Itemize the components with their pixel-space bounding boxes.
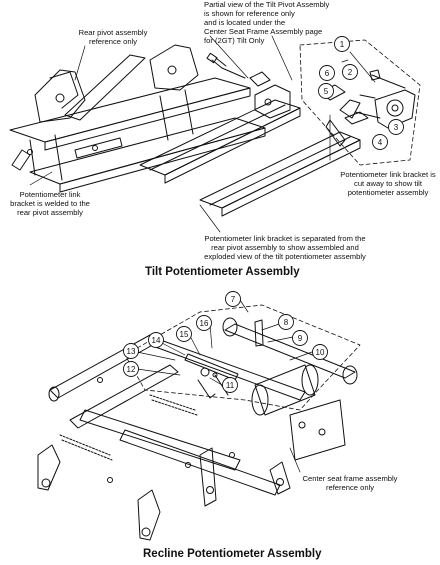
callout-6: 6	[325, 69, 330, 78]
callout-13: 13	[127, 347, 136, 356]
callout-circle-12	[123, 361, 139, 377]
recline-frame	[37, 304, 361, 541]
callout-circle-16	[196, 315, 212, 331]
callout-circle-8	[278, 314, 294, 330]
callout-circle-14	[148, 332, 164, 348]
callout-circle-7	[225, 291, 241, 307]
callout-circles	[123, 36, 404, 393]
callout-circle-6	[319, 65, 335, 81]
callout-1: 1	[340, 40, 345, 49]
callout-circle-15	[176, 326, 192, 342]
callout-8: 8	[284, 318, 289, 327]
callout-12: 12	[127, 365, 136, 374]
callout-circle-4	[372, 134, 388, 150]
callout-4: 4	[378, 138, 383, 147]
note-rear-pivot: Rear pivot assembly reference only	[78, 28, 148, 46]
callout-circle-5	[318, 83, 334, 99]
callout-circle-11	[222, 377, 238, 393]
callout-10: 10	[316, 348, 325, 357]
callout-circle-10	[312, 344, 328, 360]
callout-circle-2	[342, 64, 358, 80]
note-center-seat: Center seat frame assembly reference onl…	[302, 474, 398, 492]
callout-2: 2	[348, 68, 353, 77]
callout-numbers: 1 2 3 4 5 6 7 8 9 10 11 12 13 14 15 16	[127, 40, 399, 390]
callout-9: 9	[298, 334, 303, 343]
callout-circle-9	[292, 330, 308, 346]
callout-15: 15	[180, 330, 189, 339]
rear-pivot-frame	[9, 44, 266, 193]
callout-5: 5	[324, 87, 329, 96]
callout-14: 14	[152, 336, 161, 345]
note-link-cut-away: Potentiometer link bracket is cut away t…	[340, 170, 436, 197]
callout-circle-1	[334, 36, 350, 52]
tilt-assembly-title: Tilt Potentiometer Assembly	[145, 266, 300, 278]
note-link-welded: Potentiometer link bracket is welded to …	[10, 190, 90, 217]
bottom-leader-lines	[136, 299, 313, 473]
note-link-separated: Potentiometer link bracket is separated …	[204, 234, 366, 261]
callout-circle-13	[123, 343, 139, 359]
top-leader-lines	[29, 35, 376, 233]
center-seat-rail	[139, 52, 361, 217]
callout-circle-3	[388, 119, 404, 135]
recline-assembly-title: Recline Potentiometer Assembly	[143, 548, 322, 560]
note-partial-view: Partial view of the Tilt Pivot Assembly …	[204, 0, 330, 45]
callout-3: 3	[394, 123, 399, 132]
callout-16: 16	[200, 319, 209, 328]
callout-11: 11	[226, 381, 235, 390]
callout-7: 7	[231, 295, 236, 304]
